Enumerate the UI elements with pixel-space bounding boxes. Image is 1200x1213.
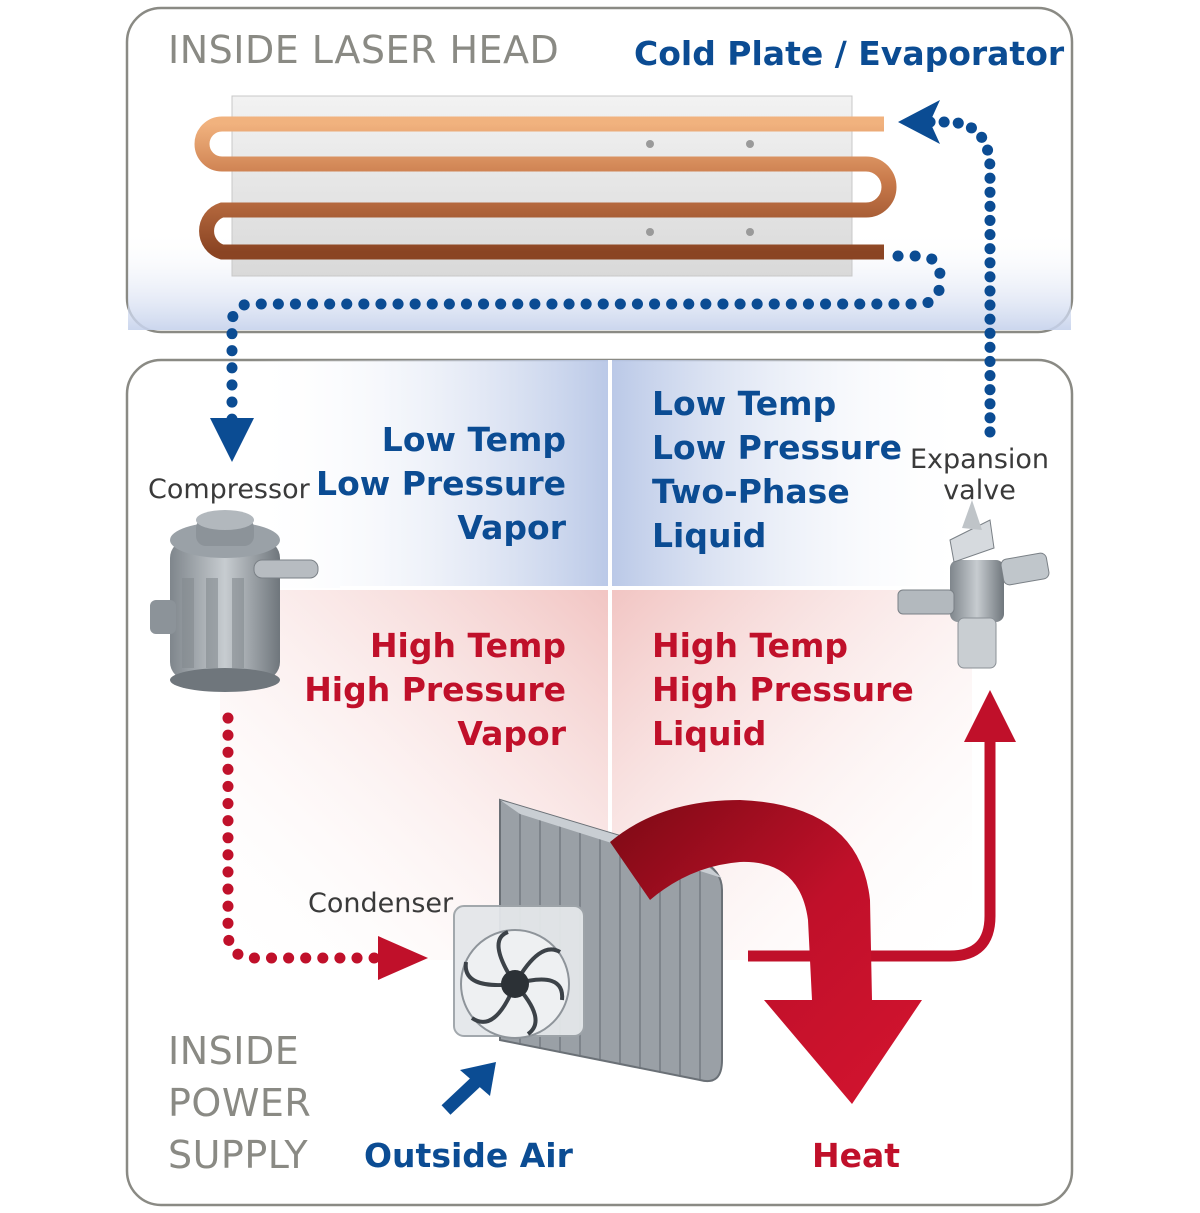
- to-valve-arrowhead: [964, 690, 1016, 742]
- to-condenser-arrowhead: [378, 936, 428, 980]
- state-line: Liquid: [652, 714, 767, 753]
- condenser-label: Condenser: [308, 888, 454, 919]
- expansion-valve-label-line: valve: [943, 475, 1016, 506]
- hot-liquid-line: [748, 740, 996, 962]
- state-line: Vapor: [457, 508, 566, 547]
- expansion-valve-label: Expansion valve: [910, 444, 1049, 506]
- outside-air-label: Outside Air: [364, 1136, 573, 1175]
- low-temp-vapor-field: [250, 360, 608, 588]
- state-line: Low Pressure: [652, 428, 902, 467]
- expansion-valve-image: [897, 500, 1050, 669]
- expansion-valve-label-line: Expansion: [910, 444, 1050, 475]
- power-supply-title-line: SUPPLY: [168, 1133, 309, 1177]
- state-high-temp-liquid: High Temp High Pressure Liquid: [652, 624, 914, 756]
- state-low-temp-two-phase: Low Temp Low Pressure Two-Phase Liquid: [652, 382, 902, 558]
- laser-head-title: INSIDE LASER HEAD: [168, 28, 560, 72]
- cold-plate-label: Cold Plate / Evaporator: [634, 34, 1065, 73]
- state-high-temp-vapor: High Temp High Pressure Vapor: [304, 624, 566, 756]
- power-supply-title-line: POWER: [168, 1081, 312, 1125]
- laser-head-frame: [125, 6, 1074, 334]
- state-line: Low Temp: [381, 420, 566, 459]
- state-line: Low Pressure: [316, 464, 566, 503]
- outside-air-arrow: [441, 1062, 496, 1115]
- low-temp-liquid-field: [612, 360, 972, 588]
- vapor-return-dotted-line: [226, 250, 946, 426]
- power-supply-title: INSIDE POWER SUPPLY: [168, 1025, 311, 1181]
- state-line: High Pressure: [652, 670, 914, 709]
- state-line: High Temp: [652, 626, 849, 665]
- state-low-temp-vapor: Low Temp Low Pressure Vapor: [316, 418, 566, 550]
- hot-vapor-dotted-line: [222, 712, 384, 964]
- state-line: Low Temp: [652, 384, 837, 423]
- state-line: High Temp: [369, 626, 566, 665]
- state-line: Liquid: [652, 516, 767, 555]
- state-line: Two-Phase: [652, 472, 850, 511]
- heat-arrow: [610, 800, 922, 1104]
- cold-plate-evaporator: [194, 95, 897, 277]
- state-line: High Pressure: [304, 670, 566, 709]
- liquid-supply-dotted-line: [924, 116, 996, 438]
- compressor-label: Compressor: [148, 474, 310, 505]
- heat-label: Heat: [812, 1136, 901, 1175]
- power-supply-title-line: INSIDE: [168, 1029, 300, 1073]
- to-compressor-arrowhead: [210, 418, 254, 462]
- compressor-image: [150, 510, 319, 692]
- state-line: Vapor: [457, 714, 566, 753]
- to-evaporator-arrowhead: [898, 100, 940, 144]
